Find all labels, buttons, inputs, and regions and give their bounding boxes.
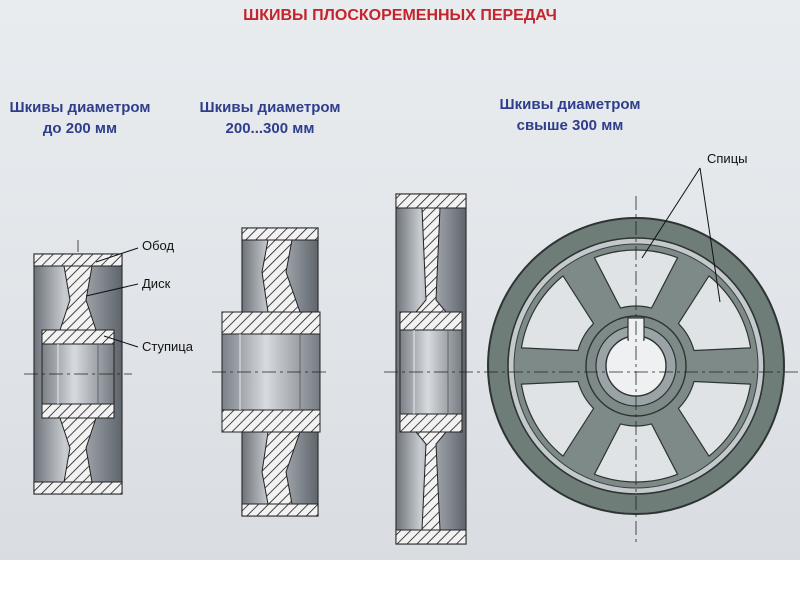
caption-small-line2: до 200 мм — [42, 120, 118, 137]
spoke-opening — [677, 380, 752, 457]
diagram-canvas: ШКИВЫ ПЛОСКОРЕМЕННЫХ ПЕРЕДАЧ Шкивы диаме… — [0, 0, 800, 560]
spoke-opening — [677, 275, 752, 352]
leader-lines — [85, 167, 721, 348]
label-rim: Обод — [142, 238, 175, 253]
caption-small-line1: Шкивы диаметром — [9, 99, 151, 116]
pulley-large-side — [395, 193, 467, 545]
label-spokes: Спицы — [707, 151, 748, 166]
caption-large-pulley: Шкивы диаметром свыше 300 мм — [480, 94, 660, 136]
spoke-opening — [520, 380, 595, 457]
caption-medium-pulley: Шкивы диаметром 200...300 мм — [185, 97, 355, 139]
caption-medium-line1: Шкивы диаметром — [199, 99, 341, 116]
diagram-title: ШКИВЫ ПЛОСКОРЕМЕННЫХ ПЕРЕДАЧ — [243, 7, 557, 24]
pulley-small — [33, 253, 123, 495]
label-hub: Ступица — [142, 339, 193, 354]
caption-medium-line2: 200...300 мм — [225, 120, 315, 137]
caption-large-line2: свыше 300 мм — [516, 117, 624, 134]
caption-small-pulley: Шкивы диаметром до 200 мм — [5, 97, 155, 139]
center-lines — [24, 196, 798, 542]
pulley-diagram — [24, 167, 798, 545]
spoke-opening — [520, 275, 595, 352]
caption-large-line1: Шкивы диаметром — [499, 96, 641, 113]
label-disk: Диск — [142, 276, 171, 291]
wheel-spokes — [520, 249, 752, 483]
